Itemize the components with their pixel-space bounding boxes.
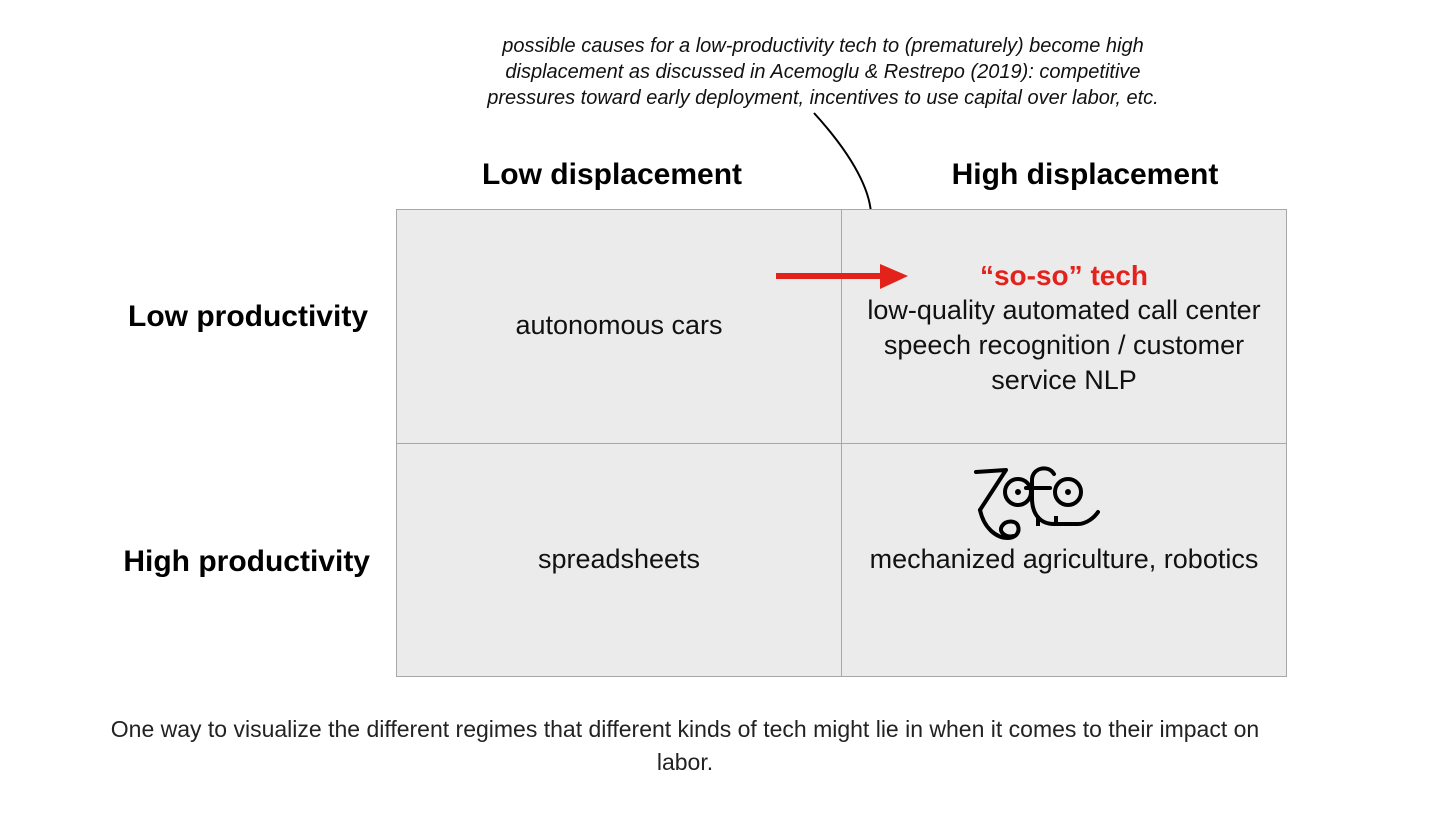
zoso-symbol-icon bbox=[974, 466, 1100, 540]
red-arrow-icon bbox=[776, 264, 908, 289]
annotation-line: pressures toward early deployment, incen… bbox=[487, 87, 1159, 109]
column-header-low-displacement: Low displacement bbox=[481, 158, 743, 191]
row-header-high-productivity: High productivity bbox=[123, 545, 370, 578]
cell-line: service NLP bbox=[991, 365, 1137, 395]
figure-caption: One way to visualize the different regim… bbox=[60, 713, 1310, 779]
cell-line: low-quality automated call center bbox=[867, 295, 1261, 325]
cell-high-productivity-high-displacement: mechanized agriculture, robotics bbox=[869, 544, 1259, 574]
caption-line-2: labor. bbox=[656, 749, 714, 775]
column-header-high-displacement: High displacement bbox=[951, 158, 1219, 191]
cell-low-productivity-low-displacement: autonomous cars bbox=[515, 310, 723, 340]
cell-low-productivity-high-displacement: “so-so” tech low-quality automated call … bbox=[842, 258, 1286, 398]
so-so-tech-label: “so-so” tech bbox=[979, 260, 1149, 291]
cell-line: speech recognition / customer bbox=[883, 330, 1245, 360]
row-header-low-productivity: Low productivity bbox=[128, 300, 368, 333]
caption-line-1: One way to visualize the different regim… bbox=[110, 716, 1260, 742]
annotation-text: possible causes for a low-productivity t… bbox=[440, 33, 1206, 111]
annotation-line: possible causes for a low-productivity t… bbox=[502, 35, 1144, 57]
annotation-line: displacement as discussed in Acemoglu & … bbox=[505, 61, 1141, 83]
cell-high-productivity-low-displacement: spreadsheets bbox=[537, 544, 701, 574]
grid-divider-horizontal bbox=[397, 443, 1286, 444]
quadrant-grid: autonomous cars “so-so” tech low-quality… bbox=[396, 209, 1287, 677]
